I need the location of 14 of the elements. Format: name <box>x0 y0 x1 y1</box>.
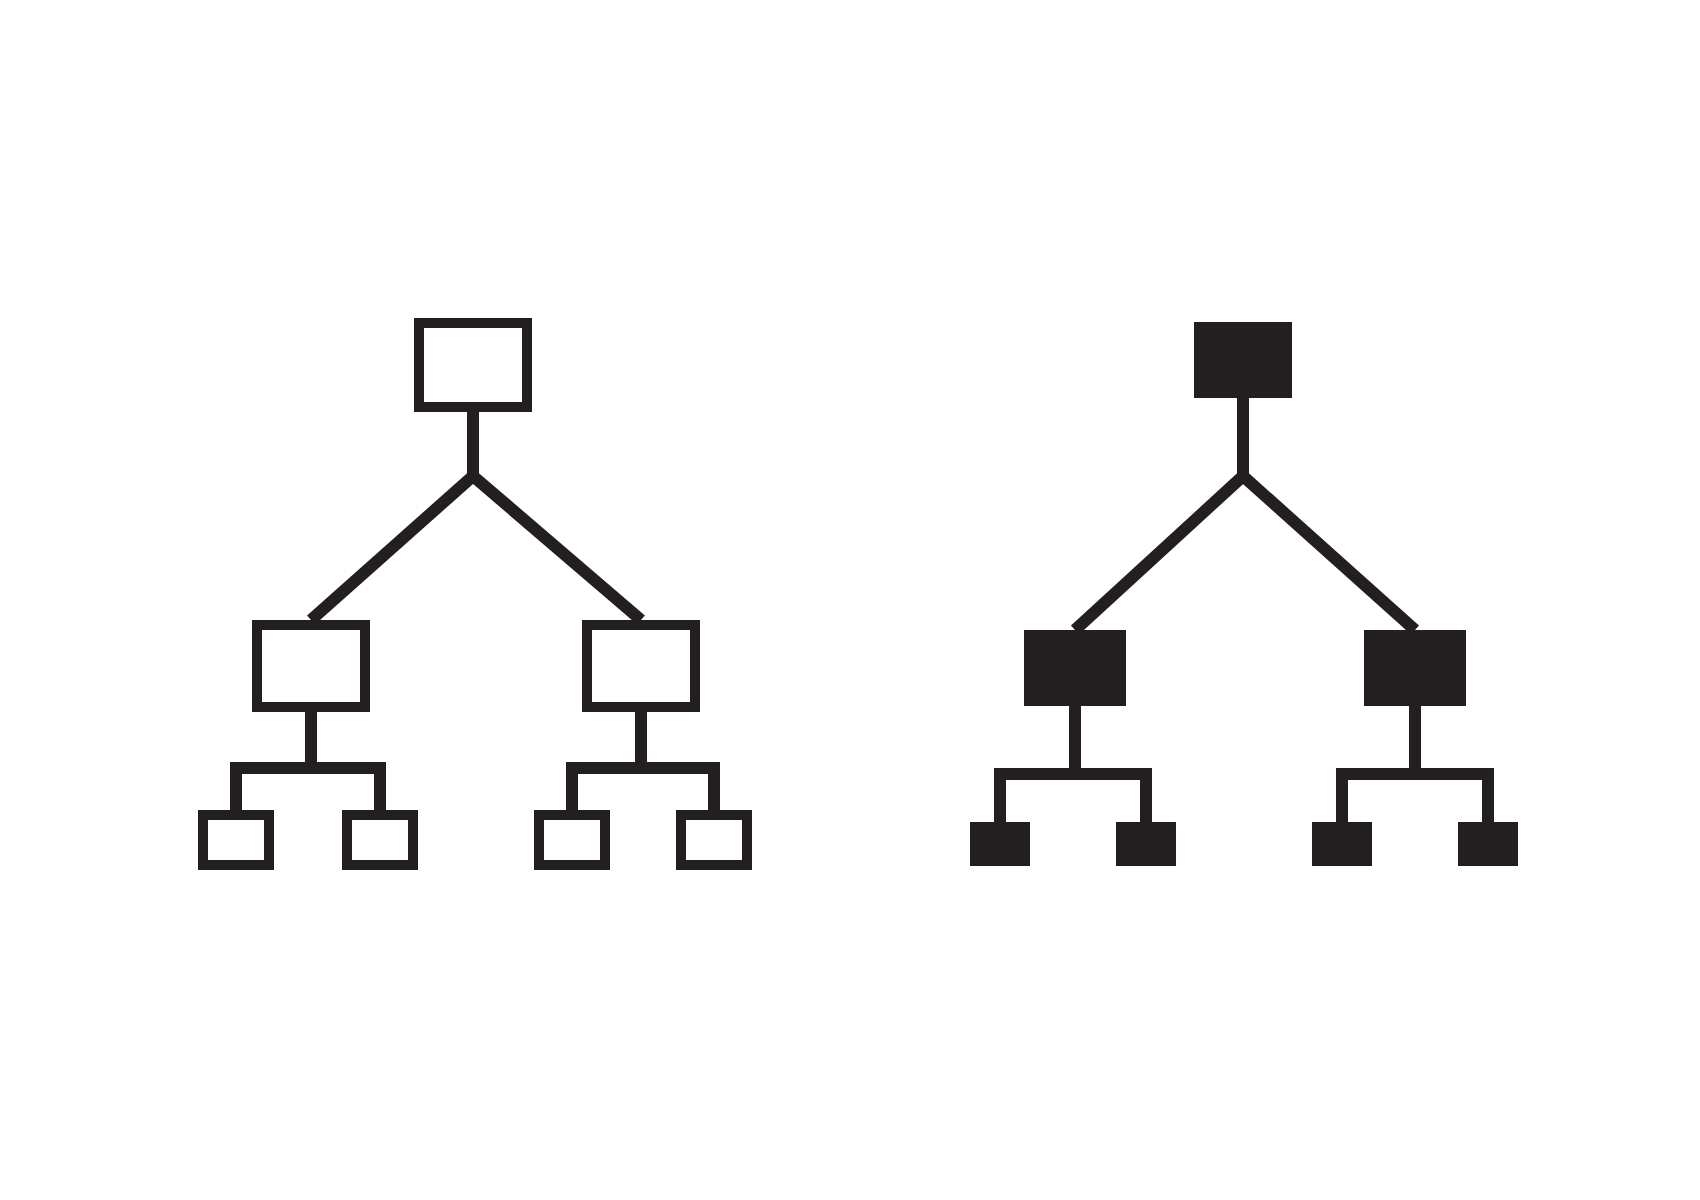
outline-box <box>414 318 532 412</box>
filled-box <box>1116 822 1176 866</box>
filled-box <box>970 822 1030 866</box>
filled-box <box>1024 630 1126 706</box>
filled-box <box>1458 822 1518 866</box>
filled-box <box>1364 630 1466 706</box>
outline-box <box>342 810 418 870</box>
outline-box <box>676 810 752 870</box>
outline-box <box>534 810 610 870</box>
outline-box <box>252 620 370 712</box>
outline-box <box>198 810 274 870</box>
filled-box <box>1194 322 1292 398</box>
filled-box <box>1312 822 1372 866</box>
outline-box <box>582 620 700 712</box>
